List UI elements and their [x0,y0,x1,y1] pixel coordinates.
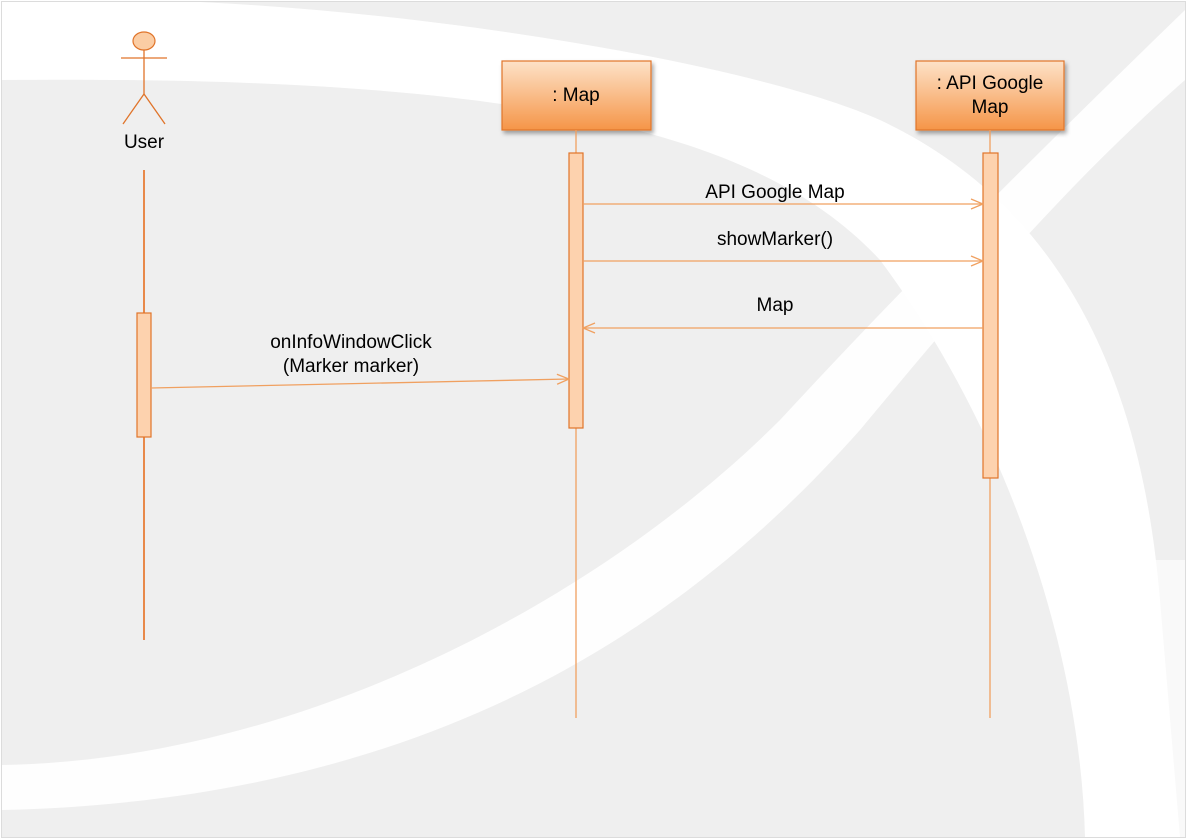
message-show-marker: showMarker() [583,229,983,261]
message-label: Map [757,295,794,316]
actor-left-leg [122,93,145,125]
message-label: API Google Map [705,182,844,203]
message-label: showMarker() [717,229,833,250]
message-arrow [150,379,569,389]
background-swoosh-right [1080,560,1185,837]
message-label-line1: onInfoWindowClick [270,332,432,353]
message-label-line2: (Marker marker) [283,356,419,377]
actor-user: User [121,31,167,153]
activation-api [982,152,999,479]
participant-api-label-line2: Map [972,97,1009,118]
participant-api-google-map: : API Google Map [915,60,1065,131]
message-on-info-window-click: onInfoWindowClick (Marker marker) [150,332,569,389]
background-swoosh-lower [2,10,1185,810]
participant-map: : Map [501,60,652,131]
participant-map-label: : Map [552,85,600,106]
actor-user-label: User [124,132,165,153]
message-api-google-map: API Google Map [583,182,983,204]
activation-map [568,152,584,429]
actor-head [132,31,156,51]
actor-right-leg [143,93,166,125]
message-map-return: Map [583,295,983,328]
participant-api-label-line1: : API Google [937,73,1044,94]
participant-api-box [915,60,1065,131]
activation-user [136,312,152,438]
